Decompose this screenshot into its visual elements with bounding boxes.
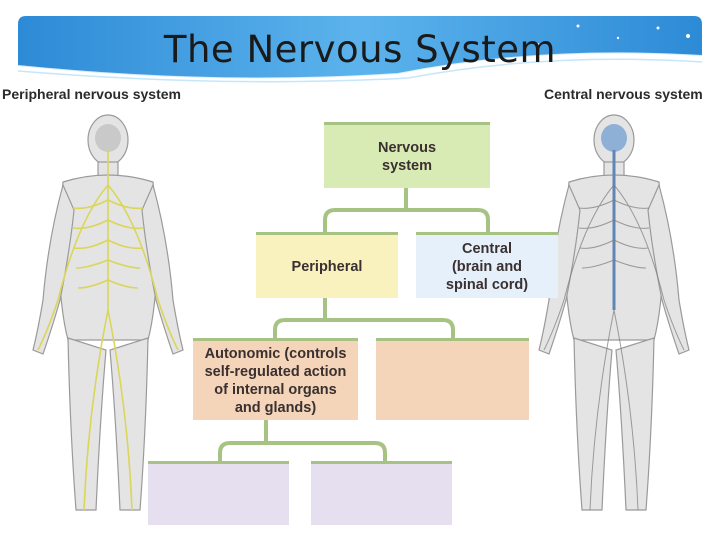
node-nervous-system-label: Nervous system (377, 139, 437, 174)
node-blank-lavender-right (311, 461, 452, 525)
node-blank-lavender-left (148, 461, 289, 525)
node-central-label: Central (brain and spinal cord) (445, 240, 529, 293)
node-autonomic: Autonomic (controls self-regulated actio… (193, 338, 358, 420)
human-figure-central (538, 114, 690, 511)
human-figure-peripheral (32, 114, 184, 511)
peripheral-nervous-system-label: Peripheral nervous system (2, 86, 181, 102)
node-central: Central (brain and spinal cord) (416, 232, 558, 298)
title-banner (18, 16, 702, 83)
central-nervous-system-label: Central nervous system (544, 86, 703, 102)
page-title: The Nervous System (163, 28, 557, 71)
node-peripheral-label: Peripheral (291, 258, 363, 275)
node-autonomic-label: Autonomic (controls self-regulated actio… (204, 345, 347, 416)
node-nervous-system: Nervous system (324, 122, 490, 188)
node-blank-peach (376, 338, 529, 420)
node-peripheral: Peripheral (256, 232, 398, 298)
